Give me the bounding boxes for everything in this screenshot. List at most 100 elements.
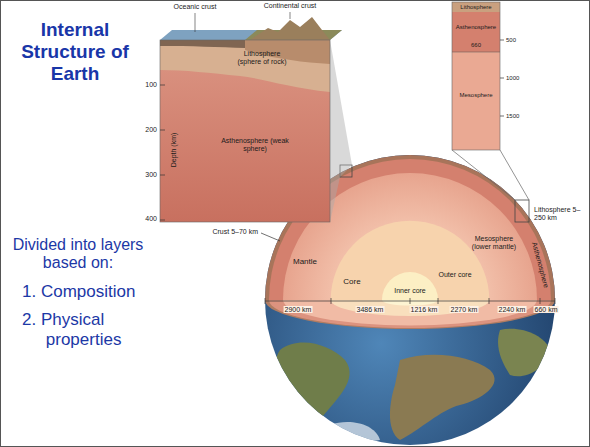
zoom-line [500, 150, 529, 200]
label-box: Continental crust [264, 2, 317, 10]
label-box: Divided into layers based on: [3, 236, 153, 273]
diagram-label: 200 [145, 126, 157, 133]
outer-core-floor [331, 300, 490, 316]
inner-core-layer [382, 272, 438, 300]
label-box: 3486 km [356, 306, 385, 314]
depth-tick [500, 78, 504, 79]
leader-line [261, 233, 280, 241]
dimension-line [265, 298, 555, 304]
depth-tick [160, 175, 165, 176]
depth-tick [160, 130, 165, 131]
mantle-floor [283, 300, 537, 325]
diagram-label: 1216 km [410, 306, 439, 313]
diagram-label: Oceanic crust [174, 3, 217, 10]
mesosphere-layer [452, 2, 500, 150]
land [498, 329, 550, 377]
label-box: Lithosphere (sphere of rock) [231, 50, 293, 66]
label-box: Mesosphere (lower mantle) [470, 235, 518, 251]
label-box: Asthenosphere (weak sphere) [220, 137, 290, 153]
diagram-label: Mesosphere (lower mantle) [472, 235, 516, 250]
zoom-line [452, 150, 515, 200]
diagram-label: Divided into layers based on: [13, 236, 144, 271]
crust-block [160, 12, 342, 222]
label-box: Internal Structure of Earth [8, 19, 143, 85]
label-box: Lithosphere 5–250 km [534, 206, 586, 222]
asthenosphere-layer [160, 40, 330, 222]
diagram-label: Core [343, 277, 360, 286]
diagram-label: 2270 km [450, 306, 479, 313]
label-box: 1000 [506, 75, 519, 82]
diagram-label: 3486 km [356, 306, 385, 313]
label-box: 500 [506, 37, 516, 44]
diagram-label: Inner core [394, 287, 426, 294]
label-box: Crust 5–70 km [212, 228, 258, 236]
dimension-tick [438, 298, 439, 304]
cutaway-floor [265, 300, 555, 329]
diagram-label: Crust 5–70 km [212, 228, 258, 235]
diagram-label: Outer core [438, 271, 471, 278]
label-box: Inner core [394, 287, 426, 295]
diagram-label: Lithosphere (sphere of rock) [237, 50, 286, 65]
label-box: 400 [145, 215, 157, 223]
outer-core-layer [331, 221, 490, 300]
label-box: 300 [145, 171, 157, 179]
diagram-label: 2. Physical properties [22, 310, 121, 349]
label-box: Mantle [293, 257, 317, 266]
block-outline [160, 40, 330, 222]
depth-tick [160, 85, 165, 86]
crust-floor [265, 300, 555, 329]
label-box: 2. Physical properties [22, 310, 174, 349]
diagram-label: Mantle [293, 257, 317, 266]
diagram-label: 660 [471, 42, 481, 48]
dimension-tick [489, 298, 490, 304]
mantle-inset [452, 2, 504, 150]
diagram-label: Depth (km) [170, 133, 177, 168]
diagram-label: Asthenosphere (weak sphere) [221, 137, 289, 152]
land [390, 355, 495, 440]
diagram-label: 2240 km [498, 306, 527, 313]
label-box: Outer core [438, 271, 471, 279]
label-box: 2240 km [498, 306, 527, 314]
label-box: Asthenosphere [530, 241, 550, 289]
label-box: 2900 km [284, 306, 313, 314]
leader-line [290, 12, 291, 19]
label-box: Depth (km) [170, 133, 178, 168]
label-box: 200 [145, 126, 157, 134]
continents [275, 329, 550, 447]
diagram-label: Continental crust [264, 2, 317, 9]
depth-tick [500, 116, 504, 117]
label-box: Core [343, 277, 360, 286]
diagram-label: 1. Composition [22, 282, 135, 301]
depth-tick [500, 40, 504, 41]
slide-title: Internal Structure of Earth [21, 19, 129, 84]
label-box: 660 km [534, 306, 559, 314]
diagram-label: Asthenosphere [456, 24, 496, 30]
oceanic-crust-layer [160, 40, 245, 48]
mountains [250, 17, 330, 40]
ice [330, 422, 380, 447]
diagram-label: 660 km [534, 306, 559, 313]
inset-outline [452, 2, 500, 150]
zoom-marker [515, 200, 529, 222]
diagram-label: Mesosphere [459, 92, 492, 98]
diagram-label: 2900 km [284, 306, 313, 313]
dimension-tick [540, 298, 541, 304]
label-box: Asthenosphere [456, 24, 496, 31]
asthenosphere-floor [269, 300, 551, 328]
land [275, 343, 349, 427]
asthenosphere-layer [452, 12, 500, 52]
diagram-label: Asthenosphere [531, 241, 550, 288]
diagram-label: 1500 [506, 113, 519, 119]
diagram-label: 500 [506, 37, 516, 43]
diagram-label: Lithosphere 5–250 km [534, 206, 580, 221]
label-box: Mesosphere [459, 92, 492, 99]
label-box: 1. Composition [22, 282, 135, 302]
label-box: 100 [145, 81, 157, 89]
label-box: 1500 [506, 113, 519, 120]
depth-tick [160, 220, 165, 221]
lithosphere-layer [160, 40, 330, 92]
diagram-label: 1000 [506, 75, 519, 81]
